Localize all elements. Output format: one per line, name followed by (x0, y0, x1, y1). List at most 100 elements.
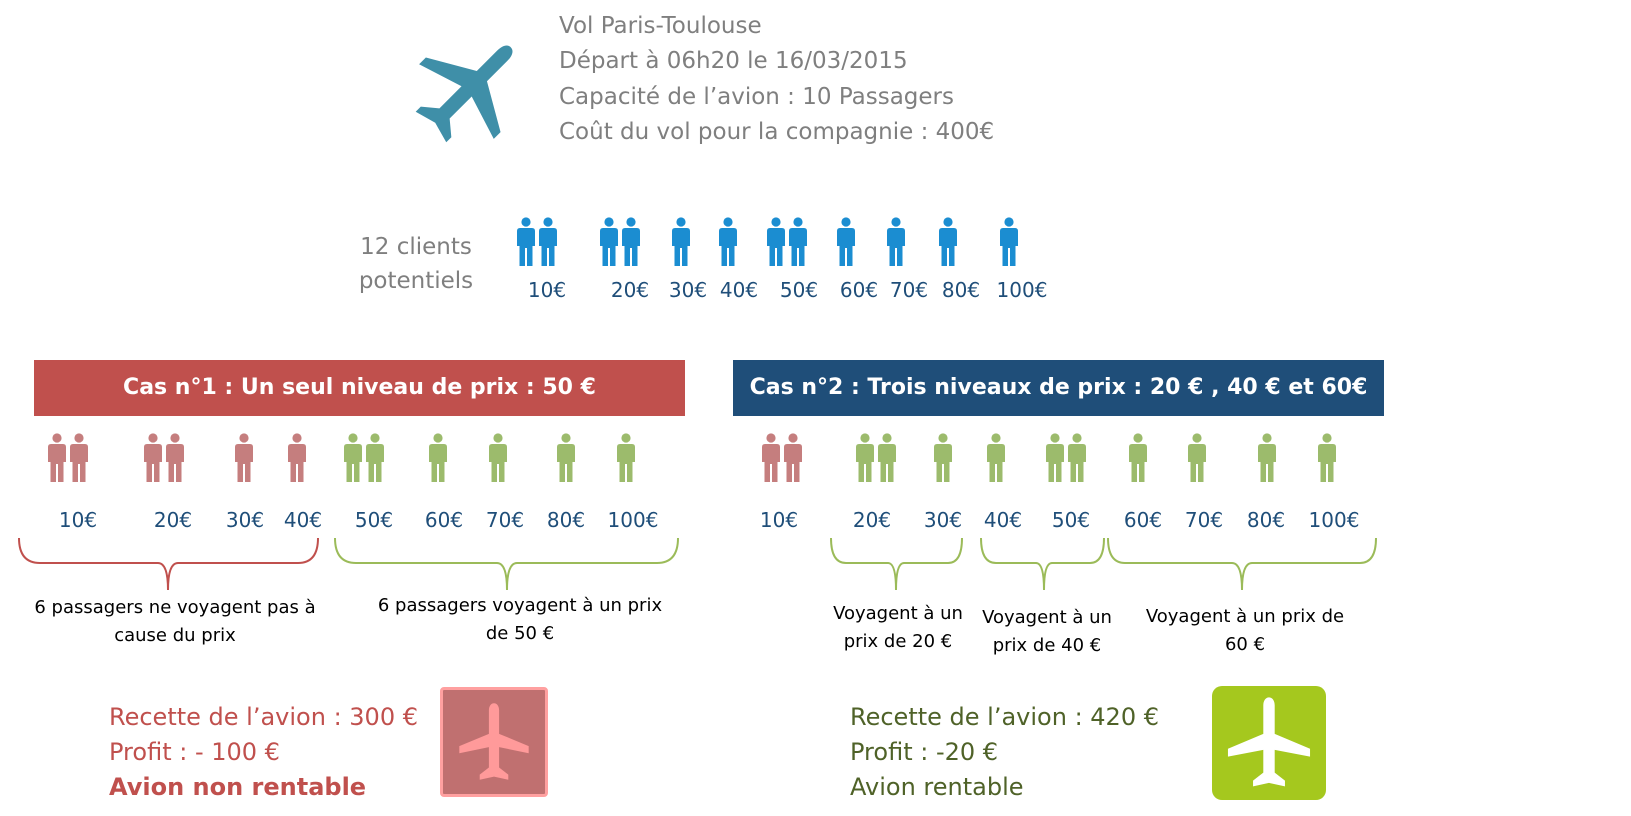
person-icon (789, 217, 807, 266)
price-label: 30€ (225, 508, 265, 532)
case2-revenue: Recette de l’avion : 420 € (850, 703, 1159, 731)
case2-price20-text-line2: prix de 20 € (843, 631, 953, 652)
person (1317, 433, 1337, 487)
person (761, 433, 781, 487)
person (1257, 433, 1277, 487)
case2-status: Avion rentable (850, 773, 1024, 801)
person (933, 433, 953, 487)
person-icon (767, 217, 785, 266)
person (488, 433, 508, 487)
person (365, 433, 385, 487)
case2-price60-text: Voyagent à un prix de 60 € (1130, 603, 1360, 659)
person-icon (429, 433, 447, 482)
person-icon (600, 217, 618, 266)
case1-banner: Cas n°1 : Un seul niveau de prix : 50 € (34, 360, 685, 416)
case2-results: Recette de l’avion : 420 € Profit : -20 … (850, 700, 1159, 805)
person (886, 217, 906, 271)
case2-price20-text: Voyagent à un prix de 20 € (808, 600, 988, 656)
price-label: 60€ (424, 508, 464, 532)
person-icon (878, 433, 896, 482)
case1-revenue: Recette de l’avion : 300 € (109, 703, 418, 731)
case1-excluded-text-line2: cause du prix (114, 625, 236, 646)
person-icon (557, 433, 575, 482)
person-icon (1318, 433, 1336, 482)
person (599, 217, 619, 271)
person (428, 433, 448, 487)
airplane-icon (459, 703, 529, 780)
person-icon (1068, 433, 1086, 482)
person (718, 217, 738, 271)
price-label: 40€ (983, 508, 1023, 532)
case2-price60-text-line1: Voyagent à un prix de (1145, 606, 1345, 627)
case1-traveling-text: 6 passagers voyagent à un prix de 50 € (360, 592, 680, 648)
person (287, 433, 307, 487)
price-label: 10€ (759, 508, 799, 532)
person (671, 217, 691, 271)
case2-banner: Cas n°2 : Trois niveaux de prix : 20 € ,… (733, 360, 1384, 416)
person-icon (517, 217, 535, 266)
person-icon (288, 433, 306, 482)
person-icon (144, 433, 162, 482)
price-label: 100€ (996, 278, 1048, 302)
price-label: 60€ (1123, 508, 1163, 532)
case2-bracket-40 (980, 537, 1105, 591)
person-icon (719, 217, 737, 266)
case2-bracket-60 (1107, 537, 1377, 591)
person (516, 217, 536, 271)
person-icon (887, 217, 905, 266)
case1-status: Avion non rentable (109, 773, 367, 801)
person (836, 217, 856, 271)
person (1128, 433, 1148, 487)
clients-label-line1: 12 clients (360, 234, 472, 260)
person (877, 433, 897, 487)
person (1187, 433, 1207, 487)
person (143, 433, 163, 487)
price-label: 50€ (779, 278, 819, 302)
person-icon (344, 433, 362, 482)
person (1067, 433, 1087, 487)
person (165, 433, 185, 487)
case2-profit: Profit : -20 € (850, 738, 999, 766)
price-label: 50€ (1051, 508, 1091, 532)
person-icon (489, 433, 507, 482)
person (766, 217, 786, 271)
flight-route: Vol Paris-Toulouse (559, 13, 762, 39)
flight-departure: Départ à 06h20 le 16/03/2015 (559, 48, 908, 74)
potential-clients-label: 12 clients potentiels (330, 230, 502, 298)
case2-price20-text-line1: Voyagent à un (833, 603, 963, 624)
person-icon (48, 433, 66, 482)
person (47, 433, 67, 487)
person (986, 433, 1006, 487)
airplane-icon (1227, 697, 1311, 787)
person (538, 217, 558, 271)
case2-price40-text: Voyagent à un prix de 40 € (962, 604, 1132, 660)
person-icon (672, 217, 690, 266)
case2-price60-text-line2: 60 € (1224, 634, 1266, 655)
price-label: 80€ (546, 508, 586, 532)
price-label: 70€ (889, 278, 929, 302)
person (234, 433, 254, 487)
price-label: 100€ (607, 508, 659, 532)
case2-price40-text-line2: prix de 40 € (992, 635, 1102, 656)
price-label: 50€ (354, 508, 394, 532)
price-label: 40€ (719, 278, 759, 302)
price-label: 10€ (58, 508, 98, 532)
price-label: 70€ (485, 508, 525, 532)
person-icon (856, 433, 874, 482)
person-icon (617, 433, 635, 482)
price-label: 100€ (1308, 508, 1360, 532)
price-label: 70€ (1184, 508, 1224, 532)
person (788, 217, 808, 271)
price-label: 20€ (852, 508, 892, 532)
case2-bracket-20 (830, 537, 963, 591)
price-label: 20€ (153, 508, 193, 532)
person (621, 217, 641, 271)
person-icon (166, 433, 184, 482)
price-label: 40€ (283, 508, 323, 532)
case1-profit: Profit : - 100 € (109, 738, 280, 766)
person (343, 433, 363, 487)
case2-price40-text-line1: Voyagent à un (982, 607, 1112, 628)
clients-label-line2: potentiels (358, 268, 474, 294)
case1-traveling-text-line2: de 50 € (485, 623, 555, 644)
